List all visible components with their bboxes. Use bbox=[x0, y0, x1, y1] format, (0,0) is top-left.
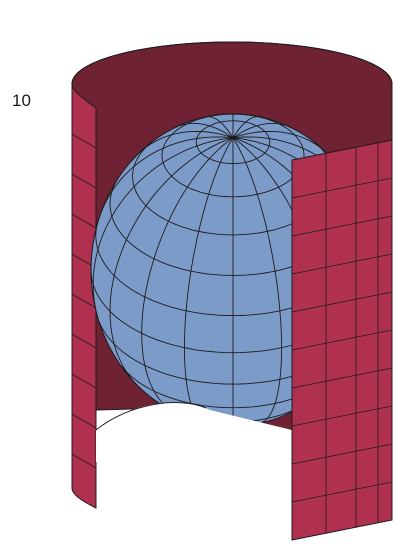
globe-meridian bbox=[109, 137, 234, 382]
cylinder-parallel-line bbox=[71, 133, 97, 149]
globe-meridian bbox=[137, 130, 234, 155]
globe-meridian bbox=[232, 116, 260, 138]
cylinder-parallel-line bbox=[291, 443, 393, 465]
cylinder-parallel-line bbox=[71, 293, 97, 309]
figure-number: 10 bbox=[12, 91, 31, 110]
globe-meridian bbox=[206, 116, 234, 138]
cylinder-parallel-line bbox=[71, 333, 97, 349]
cylinder-parallel-line bbox=[291, 481, 393, 503]
cylinder-parallel-line bbox=[71, 373, 97, 389]
cylinder-parallel-line bbox=[291, 405, 393, 427]
globe-meridian bbox=[99, 136, 234, 216]
cylinder-top-rim bbox=[71, 41, 393, 85]
globe-meridian bbox=[232, 122, 291, 139]
cylinder-parallel-line bbox=[291, 291, 393, 313]
globe-meridian bbox=[175, 122, 234, 139]
globe-meridian bbox=[232, 130, 329, 155]
cylinder-parallel-line bbox=[291, 367, 393, 389]
globe-meridian bbox=[232, 137, 283, 424]
cylinder-inner-floor bbox=[96, 402, 292, 462]
cylinder-parallel-line bbox=[71, 173, 97, 189]
globe-meridian bbox=[92, 137, 234, 319]
cylinder-parallel-line bbox=[291, 253, 393, 275]
cylinder-parallel-line bbox=[71, 453, 97, 469]
globe-meridian bbox=[141, 137, 234, 412]
cylinder-left-strip bbox=[71, 83, 97, 509]
cylinder-parallel-line bbox=[291, 329, 393, 351]
cylinder-inner-floor-edge bbox=[95, 402, 207, 431]
cylinder-parallel-line bbox=[71, 413, 97, 429]
cylinder-parallel-line bbox=[291, 215, 393, 237]
cylinder-right-panel bbox=[291, 139, 393, 541]
cylinder-parallel-line bbox=[291, 177, 393, 199]
cylinder-parallel-line bbox=[71, 213, 97, 229]
